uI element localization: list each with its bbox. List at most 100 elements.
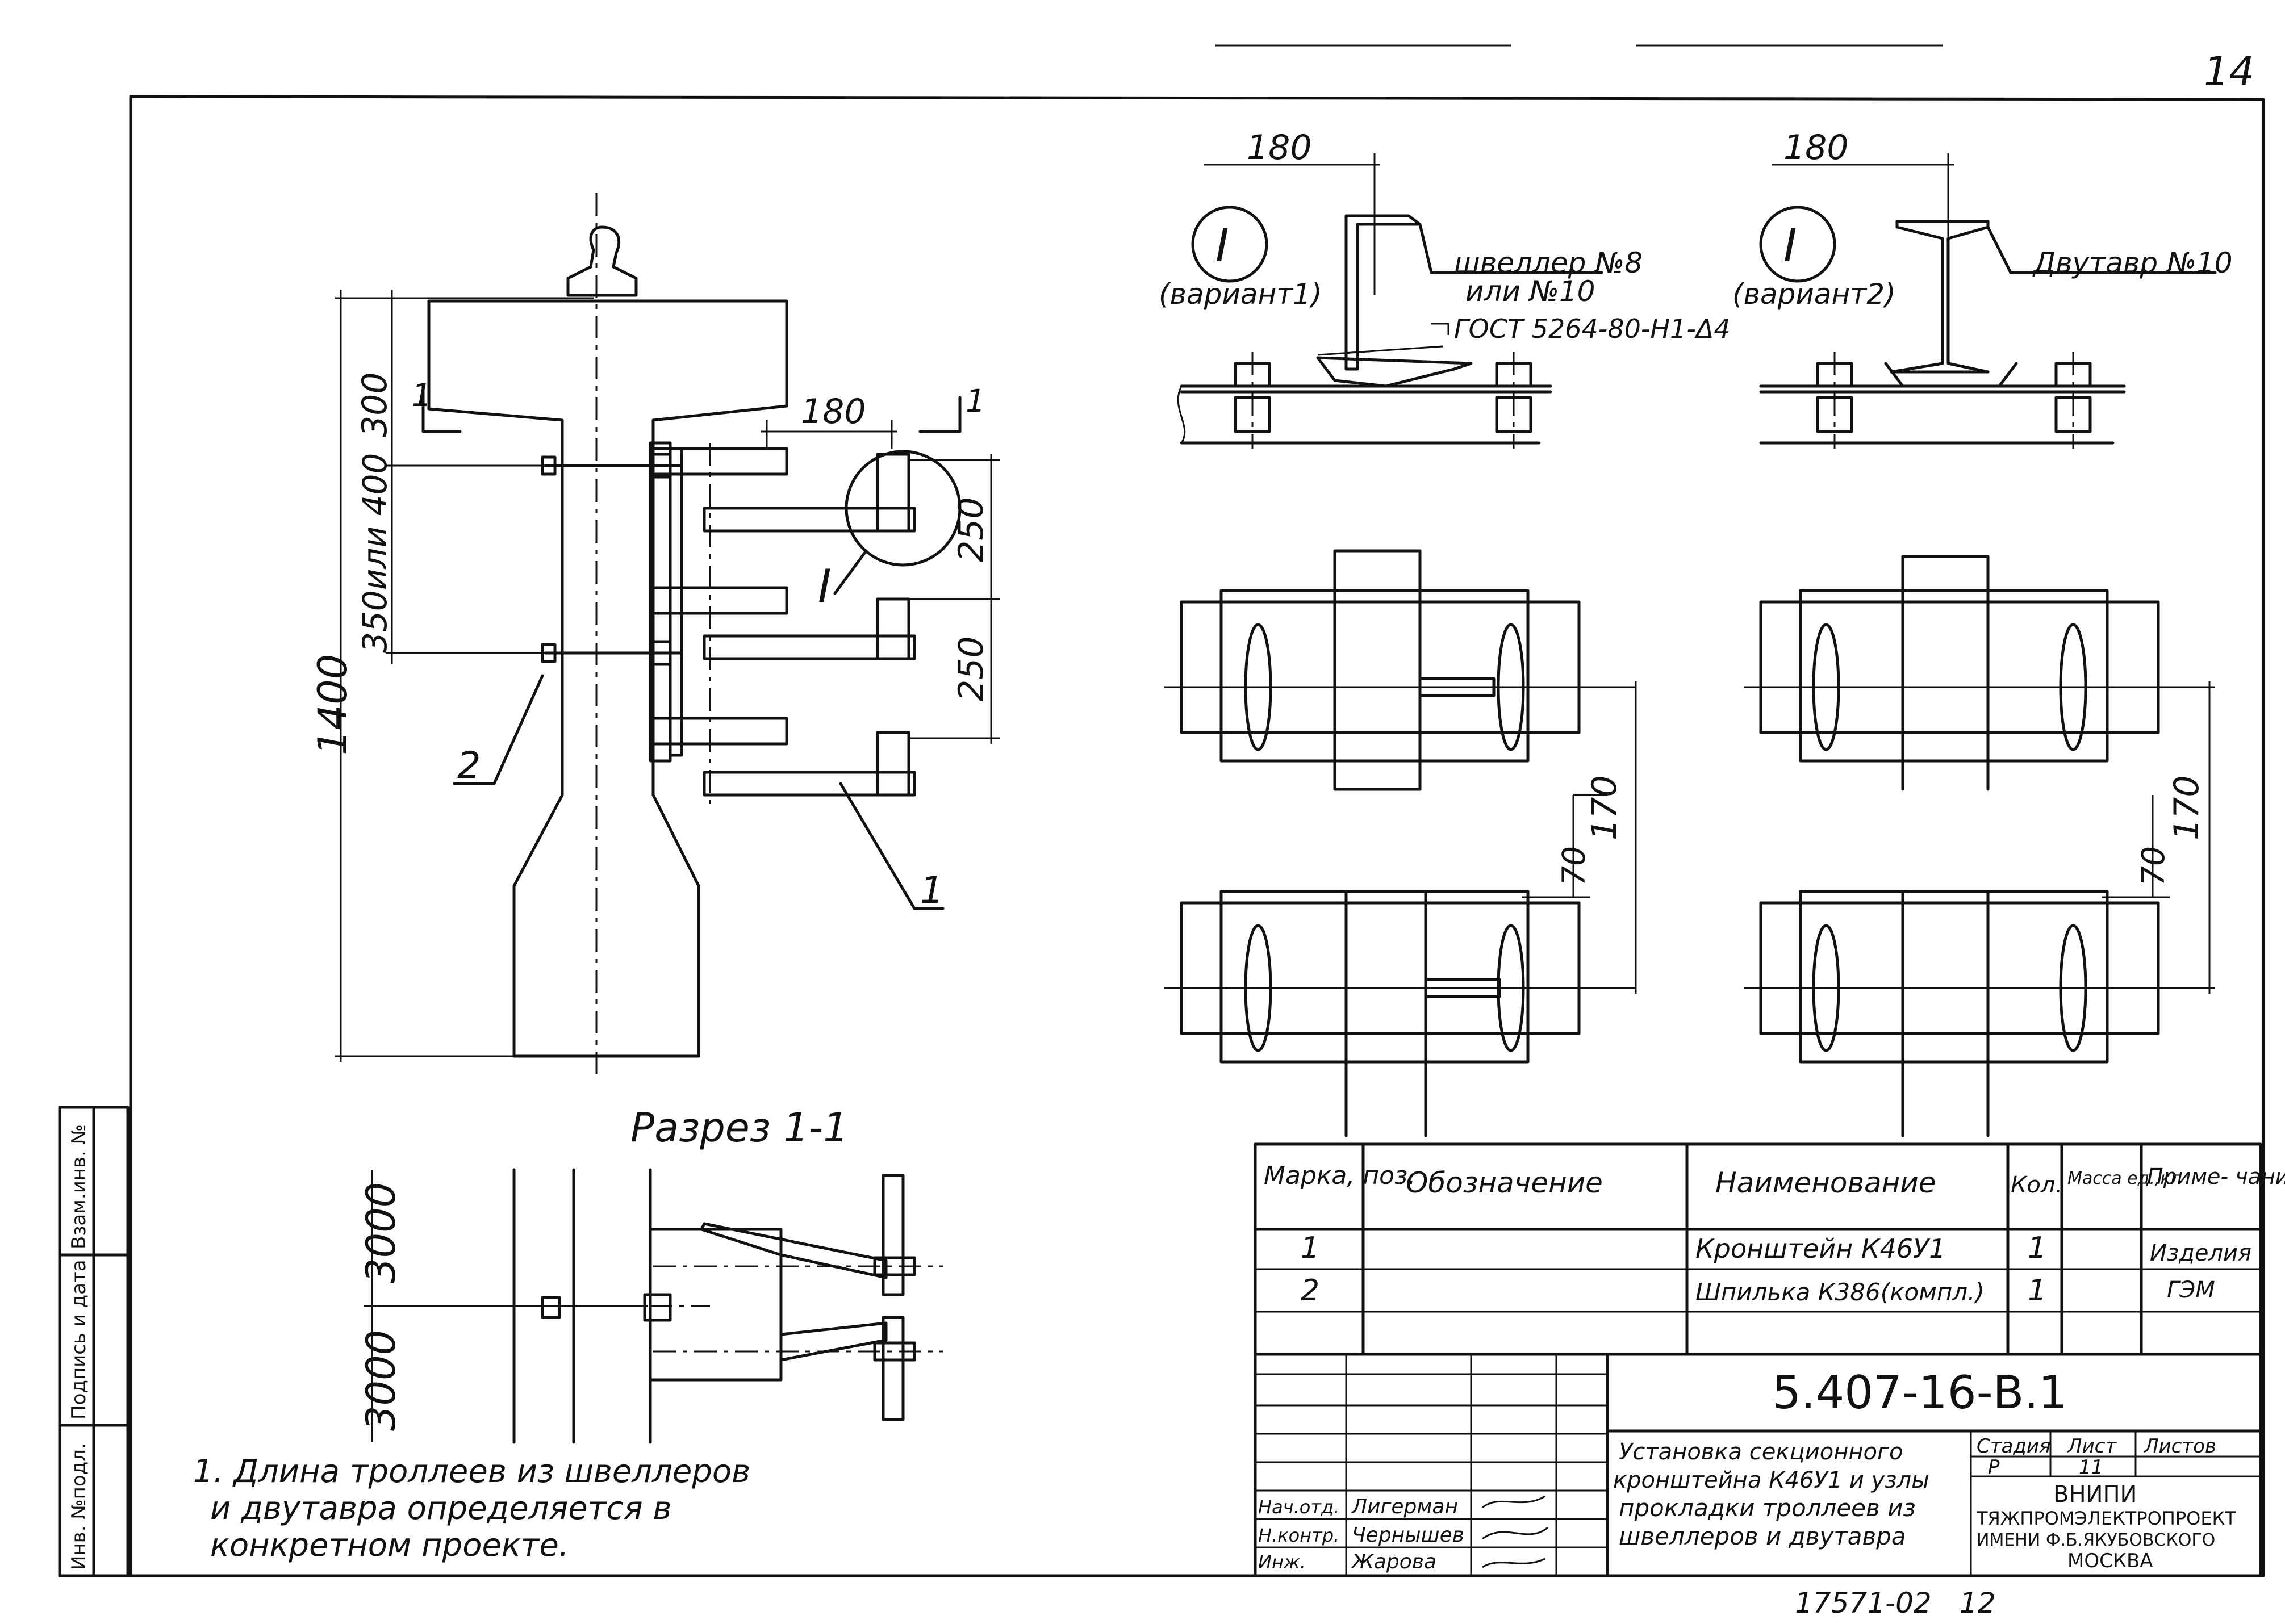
- variant-2-note-1: Двутавр №10: [2032, 246, 2233, 279]
- callout-2: 2: [457, 744, 481, 787]
- dim-300-lines: [386, 290, 596, 664]
- dim-1400-lines: [335, 290, 594, 1062]
- note-line-1: 1. Длина троллеев из швеллеров: [193, 1453, 750, 1490]
- corner-mark: 14: [2204, 48, 2254, 95]
- row-2-note: ГЭМ: [2167, 1277, 2215, 1303]
- variant-2-dim: 180: [1783, 128, 1849, 168]
- dim-1400: 1400: [310, 654, 356, 755]
- stamp-podpis: Подпись и дата: [68, 1259, 90, 1420]
- row-1-qty: 1: [2028, 1231, 2046, 1265]
- dim-250-a: 250: [951, 497, 991, 562]
- dim-300: 300: [355, 372, 395, 437]
- cut-mark-right-label: 1: [966, 383, 985, 419]
- stage-value: Р: [1988, 1456, 2000, 1479]
- plan-left-view: 70 170: [1164, 549, 1637, 1137]
- variant-1-note-3: ГОСТ 5264-80-Н1-Δ4: [1454, 313, 1731, 344]
- plan-right-dim-small: 70: [2135, 846, 2171, 886]
- hdr-qty: Кол.: [2011, 1172, 2062, 1198]
- variant-1-note-2: или №10: [1465, 275, 1595, 308]
- note-line-3: конкретном проекте.: [210, 1527, 569, 1564]
- section-dim-b: 3000: [358, 1330, 404, 1431]
- org-line-4: МОСКВА: [2067, 1550, 2153, 1572]
- cut-mark-left: [421, 384, 462, 433]
- bracket-flange: [669, 447, 683, 757]
- hdr-mark: Марка, поз.: [1264, 1161, 1415, 1190]
- channel-profile: [1344, 214, 1422, 371]
- title-block: Нач.отд. Лигерман Н.контр. Чернышев Инж.…: [1254, 1353, 2262, 1577]
- variant-1-leader: [1418, 223, 1603, 274]
- dim-180-lines: [761, 420, 897, 449]
- desc-line-2: кронштейна К46У1 и узлы: [1613, 1467, 1929, 1493]
- desc-line-3: прокладки троллеев из: [1619, 1494, 1916, 1522]
- variant-2-leader: [1986, 225, 2217, 274]
- detail-circle: [845, 450, 962, 567]
- signatures: [1482, 1495, 1548, 1568]
- dim-250-b: 250: [951, 636, 991, 701]
- org-line-1: ВНИПИ: [2053, 1481, 2137, 1508]
- role-3: Инж.: [1258, 1551, 1306, 1573]
- row-2-name: Шпилька К386(компл.): [1695, 1278, 1985, 1306]
- variant-1-label: (вариант1): [1159, 278, 1322, 311]
- stage-label: Стадия: [1977, 1435, 2050, 1458]
- desc-line-1: Установка секционного: [1619, 1439, 1903, 1465]
- variant-2-label: (вариант2): [1732, 278, 1896, 311]
- row-1-name: Кронштейн К46У1: [1695, 1233, 1945, 1264]
- variant-1-bolts: [1234, 352, 1532, 449]
- spec-table: Марка, поз. Обозначение Наименование Кол…: [1254, 1142, 2285, 1356]
- desc-line-4: швеллеров и двутавра: [1619, 1522, 1906, 1550]
- variant-1-dim-lines: [1204, 153, 1380, 295]
- doc-code: 5.407-16-В.1: [1772, 1366, 2067, 1419]
- sheet-label: Лист: [2066, 1435, 2117, 1458]
- row-2-mark: 2: [1301, 1274, 1319, 1308]
- variant-1-circle: [1191, 206, 1268, 283]
- dim-250-lines: [909, 454, 1000, 744]
- name-2: Чернышев: [1352, 1523, 1464, 1547]
- org-line-3: ИМЕНИ Ф.Б.ЯКУБОВСКОГО: [1977, 1530, 2215, 1550]
- hdr-mass: Масса ед.,кг: [2067, 1169, 2180, 1188]
- detail-leader: [833, 549, 868, 595]
- page-number: 12: [1960, 1587, 1996, 1619]
- dim-180: 180: [801, 392, 866, 432]
- variant-2-circle: [1759, 206, 1836, 283]
- variant-2-view: I (вариант2) 180 Двутавр №10: [1732, 128, 2233, 449]
- hdr-note: Приме- чание: [2147, 1164, 2285, 1189]
- callout-2-leader: [453, 674, 544, 785]
- section-1-1-view: 3000 3000: [358, 1168, 943, 1444]
- bracket-plate: [649, 441, 672, 763]
- section-dim-a: 3000: [358, 1182, 404, 1283]
- detail-mark: I: [818, 560, 832, 613]
- hdr-name: Наименование: [1715, 1166, 1936, 1199]
- i-beam-profile: [1890, 220, 1990, 374]
- rail-profile: [566, 225, 638, 297]
- main-section-view: I 1400 300 350или 400 1 1 180 250 250 2 …: [310, 193, 1000, 1079]
- variant-1-note-1: швеллер №8: [1454, 246, 1643, 279]
- variant-1-view: I (вариант1) 180 швеллер №8 или №10 ГОСТ…: [1159, 128, 1731, 449]
- plan-left-dim-small: 70: [1556, 846, 1592, 886]
- variant-1-dim: 180: [1247, 128, 1312, 168]
- dim-350-400: 350или 400: [356, 453, 394, 653]
- name-3: Жарова: [1351, 1550, 1436, 1573]
- row-1-mark: 1: [1301, 1231, 1319, 1265]
- row-1-note: Изделия: [2150, 1240, 2251, 1266]
- bracket-arms: [651, 443, 916, 806]
- sheets-label: Листов: [2143, 1435, 2216, 1458]
- org-line-2: ТЯЖПРОМЭЛЕКТРОПРОЕКТ: [1976, 1508, 2236, 1529]
- variant-2-dim-lines: [1772, 153, 1954, 295]
- hdr-designation: Обозначение: [1406, 1166, 1603, 1199]
- row-2-qty: 1: [2028, 1274, 2046, 1308]
- archive-number: 17571-02: [1795, 1587, 1932, 1619]
- variant-1-detail: I: [1215, 219, 1229, 272]
- plan-right-view: 70 170: [1744, 555, 2215, 1137]
- role-2: Н.контр.: [1258, 1525, 1339, 1546]
- plan-right-dim-large: 170: [2167, 775, 2207, 840]
- note-line-2: и двутавра определяется в: [210, 1490, 672, 1527]
- stamp-vzam-inv: Взам.инв. №: [68, 1124, 90, 1249]
- general-notes: 1. Длина троллеев из швеллеров и двутавр…: [193, 1453, 750, 1564]
- plan-left-dim-large: 170: [1585, 775, 1624, 840]
- cut-mark-right: [918, 396, 962, 433]
- callout-1-leader: [839, 782, 945, 910]
- variant-2-bolts: [1816, 352, 2092, 449]
- callout-1: 1: [920, 869, 943, 912]
- cut-mark-left-label: 1: [412, 377, 432, 413]
